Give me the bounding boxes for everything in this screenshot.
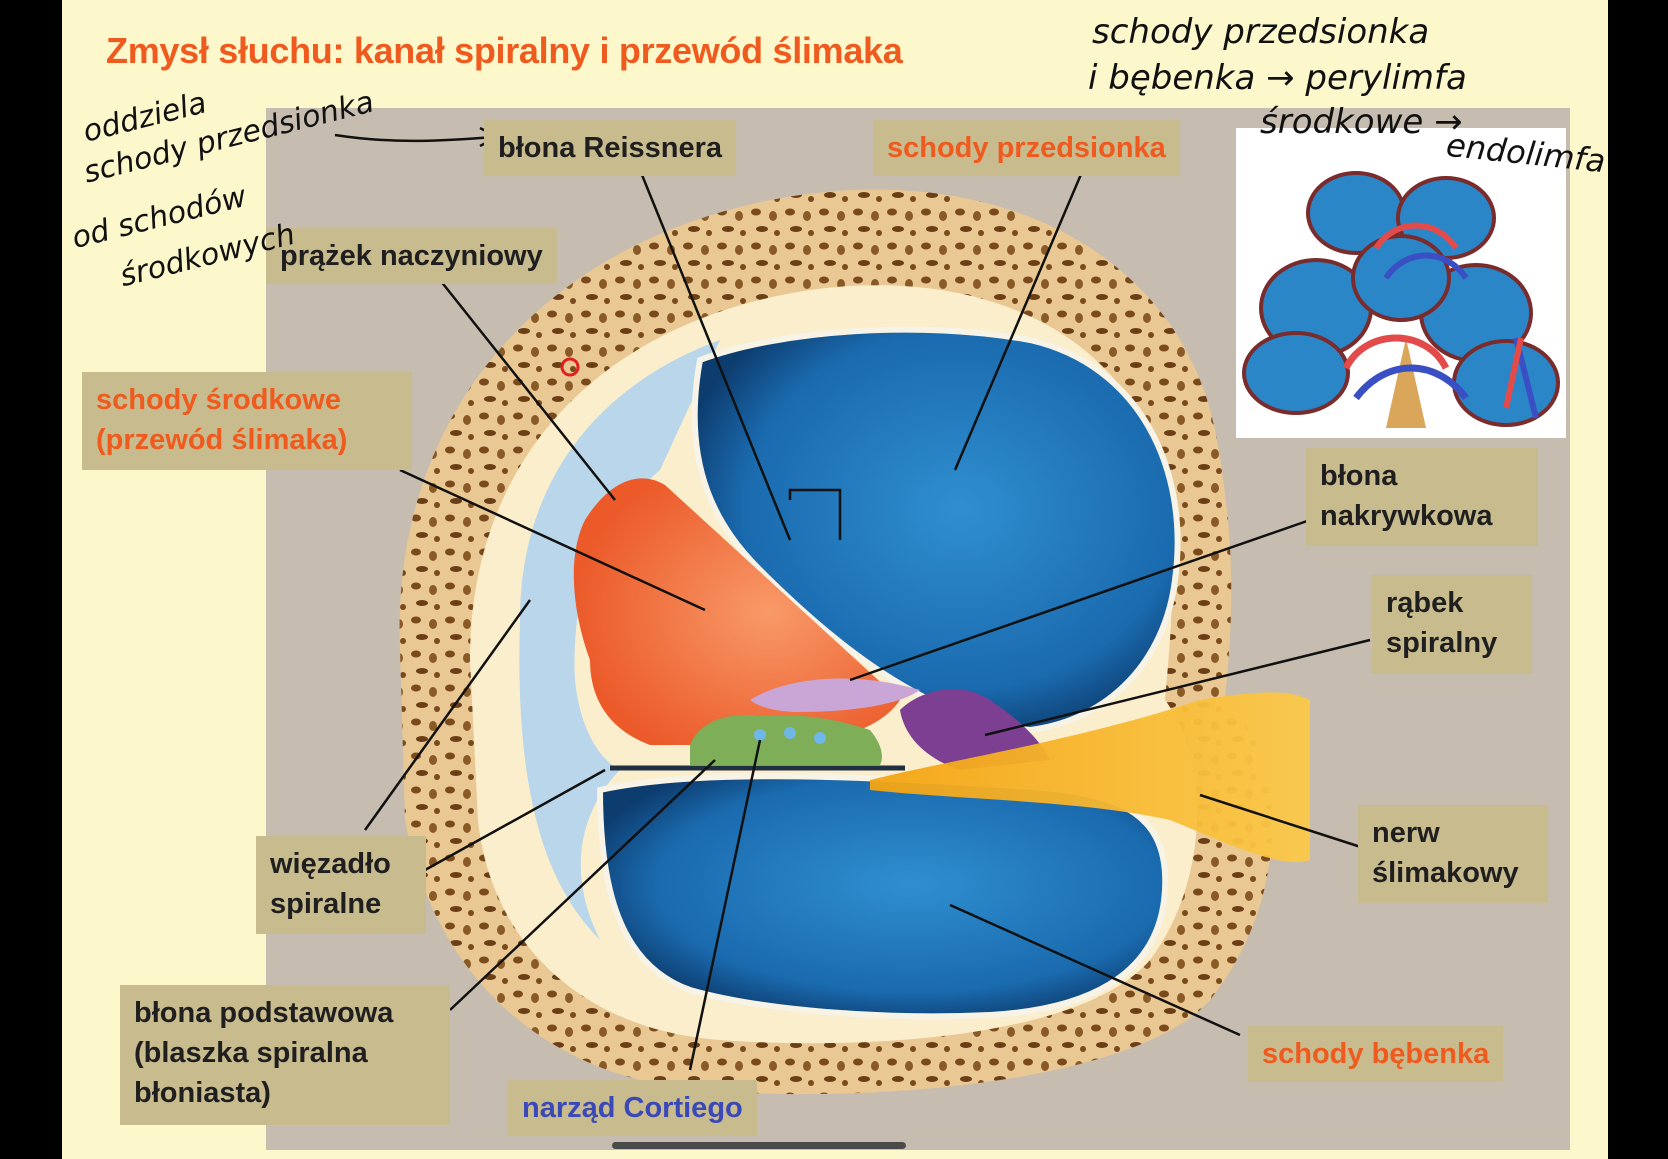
label-blona-podstawowa-line2: (blaszka spiralna [134, 1037, 368, 1069]
scala-tympani [596, 773, 1169, 1020]
inset-cochlea-image [1236, 128, 1566, 438]
label-wiezadlo-spiralne-line1: więzadło [270, 848, 391, 880]
scala-media [573, 478, 900, 745]
label-blona-nakrywkowa: błona nakrywkowa [1306, 448, 1538, 546]
label-schody-srodkowe: schody środkowe (przewód ślimaka) [82, 372, 412, 470]
label-blona-podstawowa-line1: błona podstawowa [134, 997, 394, 1029]
label-narzad-cortiego: narząd Cortiego [508, 1080, 757, 1136]
organ-of-corti [690, 714, 882, 765]
tectorial-membrane [750, 678, 920, 712]
handwriting-right-1: schody przedsionka [1092, 12, 1430, 52]
label-rabek-spiralny: rąbek spiralny [1372, 575, 1532, 673]
label-nerw-slimakowy-line2: ślimakowy [1372, 857, 1519, 889]
label-blona-podstawowa: błona podstawowa (blaszka spiralna błoni… [120, 985, 450, 1125]
label-wiezadlo-spiralne: więzadło spiralne [256, 836, 426, 934]
label-rabek-spiralny-line2: spiralny [1386, 627, 1498, 659]
scroll-indicator[interactable] [612, 1142, 906, 1149]
label-prazek-naczyniowy: prążek naczyniowy [266, 228, 557, 284]
handwritten-arrow [334, 133, 496, 143]
inset-cochlea-drawing [1236, 128, 1566, 438]
handwriting-right-3: środkowe → [1260, 102, 1463, 142]
label-blona-nakrywkowa-line2: nakrywkowa [1320, 500, 1493, 532]
label-schody-bebenka: schody bębenka [1248, 1026, 1504, 1082]
label-blona-podstawowa-line3: błoniasta) [134, 1077, 271, 1109]
cochlear-nerve [870, 692, 1310, 862]
label-rabek-spiralny-line1: rąbek [1386, 587, 1464, 619]
label-nerw-slimakowy-line1: nerw [1372, 817, 1440, 849]
leader-lines [363, 164, 1371, 1071]
label-schody-przedsionka: schody przedsionka [873, 120, 1180, 176]
handwriting-right-2: i bębenka → perylimfa [1088, 58, 1467, 98]
slide-title: Zmysł słuchu: kanał spiralny i przewód ś… [106, 30, 903, 71]
scala-vestibuli [691, 326, 1181, 734]
label-schody-srodkowe-line2: (przewód ślimaka) [96, 424, 348, 456]
label-blona-nakrywkowa-line1: błona [1320, 460, 1398, 492]
label-blona-reissnera: błona Reissnera [484, 120, 737, 176]
label-nerw-slimakowy: nerw ślimakowy [1358, 805, 1548, 903]
label-wiezadlo-spiralne-line2: spiralne [270, 888, 382, 920]
label-schody-srodkowe-line1: schody środkowe [96, 384, 341, 416]
